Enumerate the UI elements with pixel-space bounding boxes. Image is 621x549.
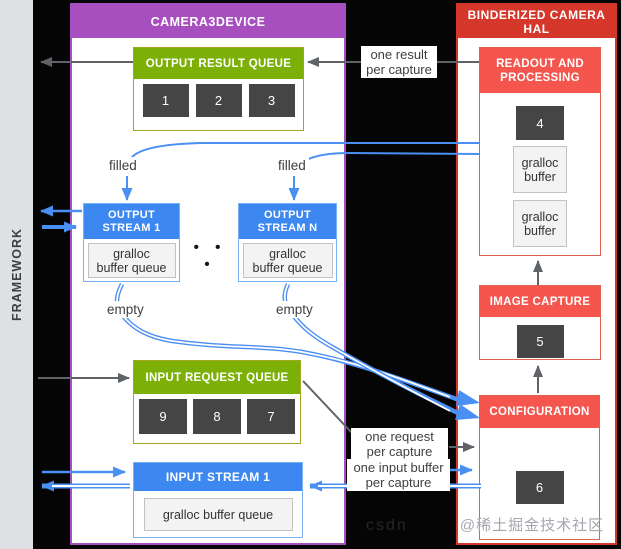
one-request-per-capture-label: one request per capture xyxy=(351,428,448,460)
image-capture-slot: 5 xyxy=(516,325,564,358)
filled-label-n: filled xyxy=(275,157,309,174)
one-input-buffer-per-capture-label: one input buffer per capture xyxy=(347,459,450,491)
configuration-slot: 6 xyxy=(515,471,564,504)
readout-and-processing: READOUT AND PROCESSING 4 gralloc buffer … xyxy=(479,47,601,256)
input-request-slots: 9 8 7 xyxy=(134,394,300,434)
ellipsis-dots: • • • xyxy=(193,239,227,273)
result-slot: 1 xyxy=(142,84,189,117)
input-stream-1-buffer-queue: gralloc buffer queue xyxy=(143,498,293,531)
empty-label-1: empty xyxy=(104,301,147,318)
output-stream-1-buffer-queue: gralloc buffer queue xyxy=(87,243,176,278)
filled-label-1: filled xyxy=(106,157,140,174)
framework-rail: FRAMEWORK xyxy=(0,0,33,549)
output-stream-1: OUTPUT STREAM 1 gralloc buffer queue xyxy=(83,203,180,282)
input-stream-1: INPUT STREAM 1 gralloc buffer queue xyxy=(133,462,303,538)
request-slot: 8 xyxy=(193,399,241,434)
gralloc-buffer: gralloc buffer xyxy=(513,200,567,247)
readout-slot: 4 xyxy=(516,106,564,140)
configuration-title: CONFIGURATION xyxy=(480,396,599,428)
output-result-slots: 1 2 3 xyxy=(134,79,303,117)
readout-title: READOUT AND PROCESSING xyxy=(480,48,600,93)
input-request-queue-title: INPUT REQUEST QUEUE xyxy=(134,361,300,394)
result-slot: 3 xyxy=(248,84,295,117)
output-stream-n: OUTPUT STREAM N gralloc buffer queue xyxy=(238,203,337,282)
image-capture: IMAGE CAPTURE 5 xyxy=(479,285,601,360)
input-stream-1-title: INPUT STREAM 1 xyxy=(134,463,302,491)
binderized-hal-title: BINDERIZED CAMERA HAL xyxy=(458,5,615,38)
output-result-queue-title: OUTPUT RESULT QUEUE xyxy=(134,48,303,79)
gralloc-buffer: gralloc buffer xyxy=(513,146,567,193)
one-result-per-capture-label: one result per capture xyxy=(361,46,437,78)
framework-label: FRAMEWORK xyxy=(9,227,24,321)
output-stream-1-title: OUTPUT STREAM 1 xyxy=(84,204,179,239)
result-slot: 2 xyxy=(195,84,242,117)
request-slot: 7 xyxy=(247,399,295,434)
output-stream-n-buffer-queue: gralloc buffer queue xyxy=(242,243,333,278)
output-stream-n-title: OUTPUT STREAM N xyxy=(239,204,336,239)
input-request-queue: INPUT REQUEST QUEUE 9 8 7 xyxy=(133,360,301,444)
output-result-queue: OUTPUT RESULT QUEUE 1 2 3 xyxy=(133,47,304,131)
watermark: @稀土掘金技术社区 xyxy=(459,517,605,534)
empty-label-n: empty xyxy=(273,301,316,318)
request-slot: 9 xyxy=(139,399,187,434)
camera3device-title: CAMERA3DEVICE xyxy=(72,5,344,38)
image-capture-title: IMAGE CAPTURE xyxy=(480,286,600,317)
configuration: CONFIGURATION 6 xyxy=(479,395,600,540)
faint-watermark: csdn xyxy=(366,517,408,534)
